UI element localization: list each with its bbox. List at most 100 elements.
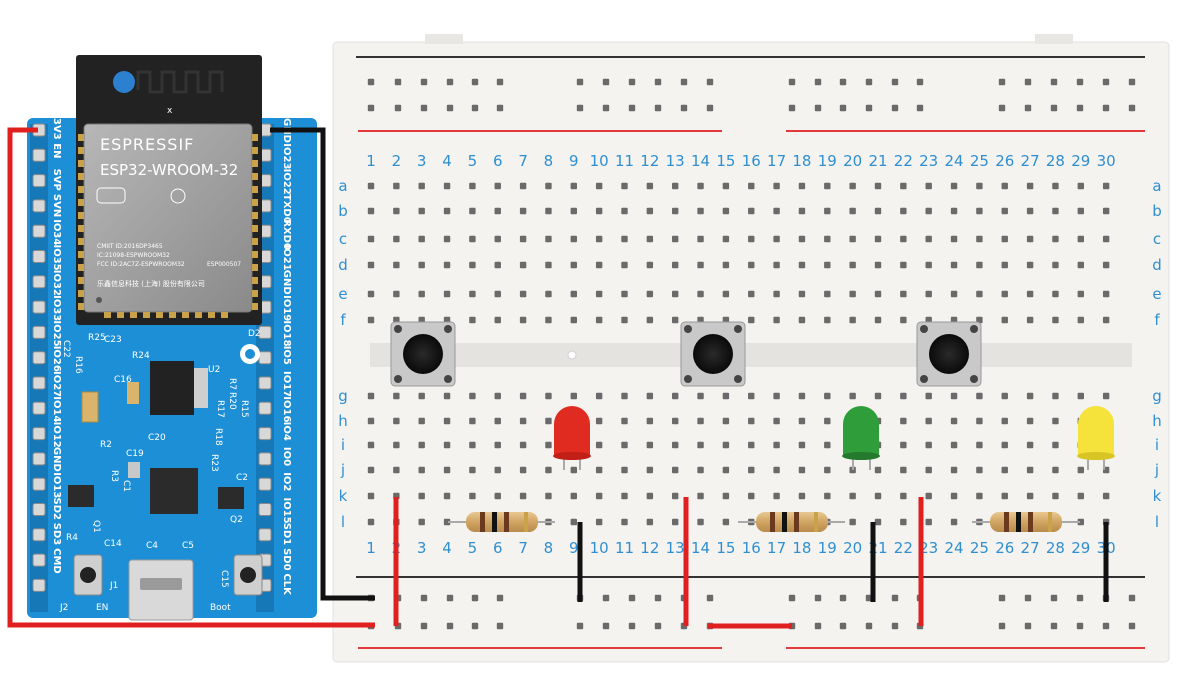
column-label-10-top: 10 (590, 152, 609, 170)
column-label-14-top: 14 (691, 152, 710, 170)
column-label-19-top: 19 (818, 152, 837, 170)
column-label-22-top: 22 (894, 152, 913, 170)
pin-label-right-io15: IO15 (281, 498, 292, 524)
left-pin-labels: 3V3ENSVPSVNIO34IO35IO32IO33IO25IO26IO27I… (51, 118, 62, 574)
silk-j2: J2 (59, 603, 68, 613)
red-wire-3v3 (7, 127, 375, 628)
right-pin-labels: GNDIO23IO22TXD0RXD0IO21GNDIO19IO18IO5IO1… (281, 118, 292, 596)
cap-c3 (127, 382, 139, 404)
row-label-k-right: k (1153, 487, 1162, 505)
pin-label-right-gnd: GND (281, 270, 292, 295)
cap-c19 (128, 462, 140, 478)
module-brand: ESPRESSIF (100, 135, 194, 154)
pin-label-right-io5: IO5 (281, 346, 292, 365)
leds (553, 406, 1115, 470)
column-label-5-top: 5 (468, 152, 478, 170)
module-fine-2: IC:21098-ESPWROOM32 (97, 252, 170, 259)
silk-c1: C1 (121, 480, 131, 492)
breadboard-holes (367, 78, 1136, 630)
pin-label-right-io2: IO2 (281, 472, 292, 491)
center-channel (370, 343, 1132, 367)
row-label-f-left: f (340, 311, 346, 329)
silk-c15: C15 (219, 570, 229, 588)
module-model: ESP32-WROOM-32 (100, 161, 238, 179)
ce-logo (170, 188, 186, 204)
pin-label-right-io17: IO17 (281, 371, 292, 397)
pin-label-left-io25: IO25 (51, 320, 62, 346)
column-label-5-bottom: 5 (468, 539, 478, 557)
resistor-2 (738, 512, 845, 532)
usb-chip (150, 468, 198, 514)
breadboard: 1122334455667788991010111112121313141415… (332, 34, 1170, 663)
pin-label-left-io32: IO32 (51, 270, 62, 296)
column-label-4-top: 4 (442, 152, 452, 170)
row-label-k-left: k (339, 487, 348, 505)
pin-label-right-rxd0: RXD0 (281, 219, 292, 250)
pin-label-right-io18: IO18 (281, 320, 292, 346)
wifi-logo (96, 187, 126, 204)
column-label-29-bottom: 29 (1071, 539, 1090, 557)
silk-r20: R20 (227, 392, 237, 410)
silk-en: EN (96, 603, 108, 613)
pin-label-left-io33: IO33 (51, 295, 62, 321)
column-label-9-top: 9 (569, 152, 579, 170)
row-label-a-left: a (338, 177, 347, 195)
silk-r24: R24 (132, 351, 150, 361)
column-label-24-bottom: 24 (945, 539, 964, 557)
row-label-h-left: h (338, 412, 348, 430)
pin-label-left-sd2: SD2 (51, 498, 62, 521)
column-label-8-bottom: 8 (544, 539, 554, 557)
column-label-23-bottom: 23 (919, 539, 938, 557)
module-mark-dot (96, 297, 102, 303)
antenna-mark: x (167, 106, 173, 116)
column-label-2-top: 2 (392, 152, 402, 170)
column-label-1-bottom: 1 (366, 539, 376, 557)
silk-c14: C14 (104, 539, 122, 549)
column-label-11-top: 11 (615, 152, 634, 170)
silk-r7: R7 (227, 378, 237, 390)
pin-label-left-svp: SVP (51, 169, 62, 191)
silk-c23: C23 (104, 335, 122, 345)
resistor-3 (972, 512, 1080, 532)
pin-label-right-sd0: SD0 (281, 548, 292, 571)
column-label-9-bottom: 9 (569, 539, 579, 557)
module-fine-3: FCC ID:2AC7Z-ESPWROOM32 (97, 261, 185, 268)
inductor (81, 391, 99, 423)
silk-j1: J1 (109, 581, 118, 591)
module-code: ESP000507 (207, 261, 241, 268)
transistor-q1 (68, 485, 94, 507)
column-label-18-bottom: 18 (792, 539, 811, 557)
pin-label-left-en: EN (51, 143, 62, 158)
column-label-13-bottom: 13 (666, 539, 685, 557)
pin-label-right-io16: IO16 (281, 396, 292, 422)
row-label-a-right: a (1152, 177, 1161, 195)
silk-q2: Q2 (230, 515, 243, 525)
row-label-b-left: b (338, 202, 348, 220)
silk-r15: R15 (239, 400, 249, 418)
pin-label-left-io12: IO12 (51, 422, 62, 448)
column-label-15-bottom: 15 (716, 539, 735, 557)
column-label-17-bottom: 17 (767, 539, 786, 557)
row-label-c-right: c (1153, 230, 1161, 248)
pin-label-left-io34: IO34 (51, 219, 62, 245)
module-led-dot (113, 71, 135, 93)
silk-c4: C4 (146, 541, 158, 551)
pin-label-left-io13: IO13 (51, 472, 62, 498)
column-label-24-top: 24 (945, 152, 964, 170)
silk-u2: U2 (208, 365, 220, 375)
resistor-1 (448, 512, 555, 532)
row-label-d-right: d (1152, 256, 1162, 274)
silk-c19: C19 (126, 449, 144, 459)
silk-q1: Q1 (91, 520, 101, 533)
pin-label-right-io22: IO22 (281, 169, 292, 195)
transistor-q2 (218, 487, 244, 509)
pin-label-left-io14: IO14 (51, 396, 62, 422)
module-castellations (78, 134, 258, 318)
column-label-1-top: 1 (366, 152, 376, 170)
silk-c16: C16 (114, 375, 132, 385)
pin-label-left-svn: SVN (51, 194, 62, 217)
row-label-g-right: g (1152, 387, 1162, 405)
column-label-10-bottom: 10 (590, 539, 609, 557)
column-label-3-top: 3 (417, 152, 427, 170)
